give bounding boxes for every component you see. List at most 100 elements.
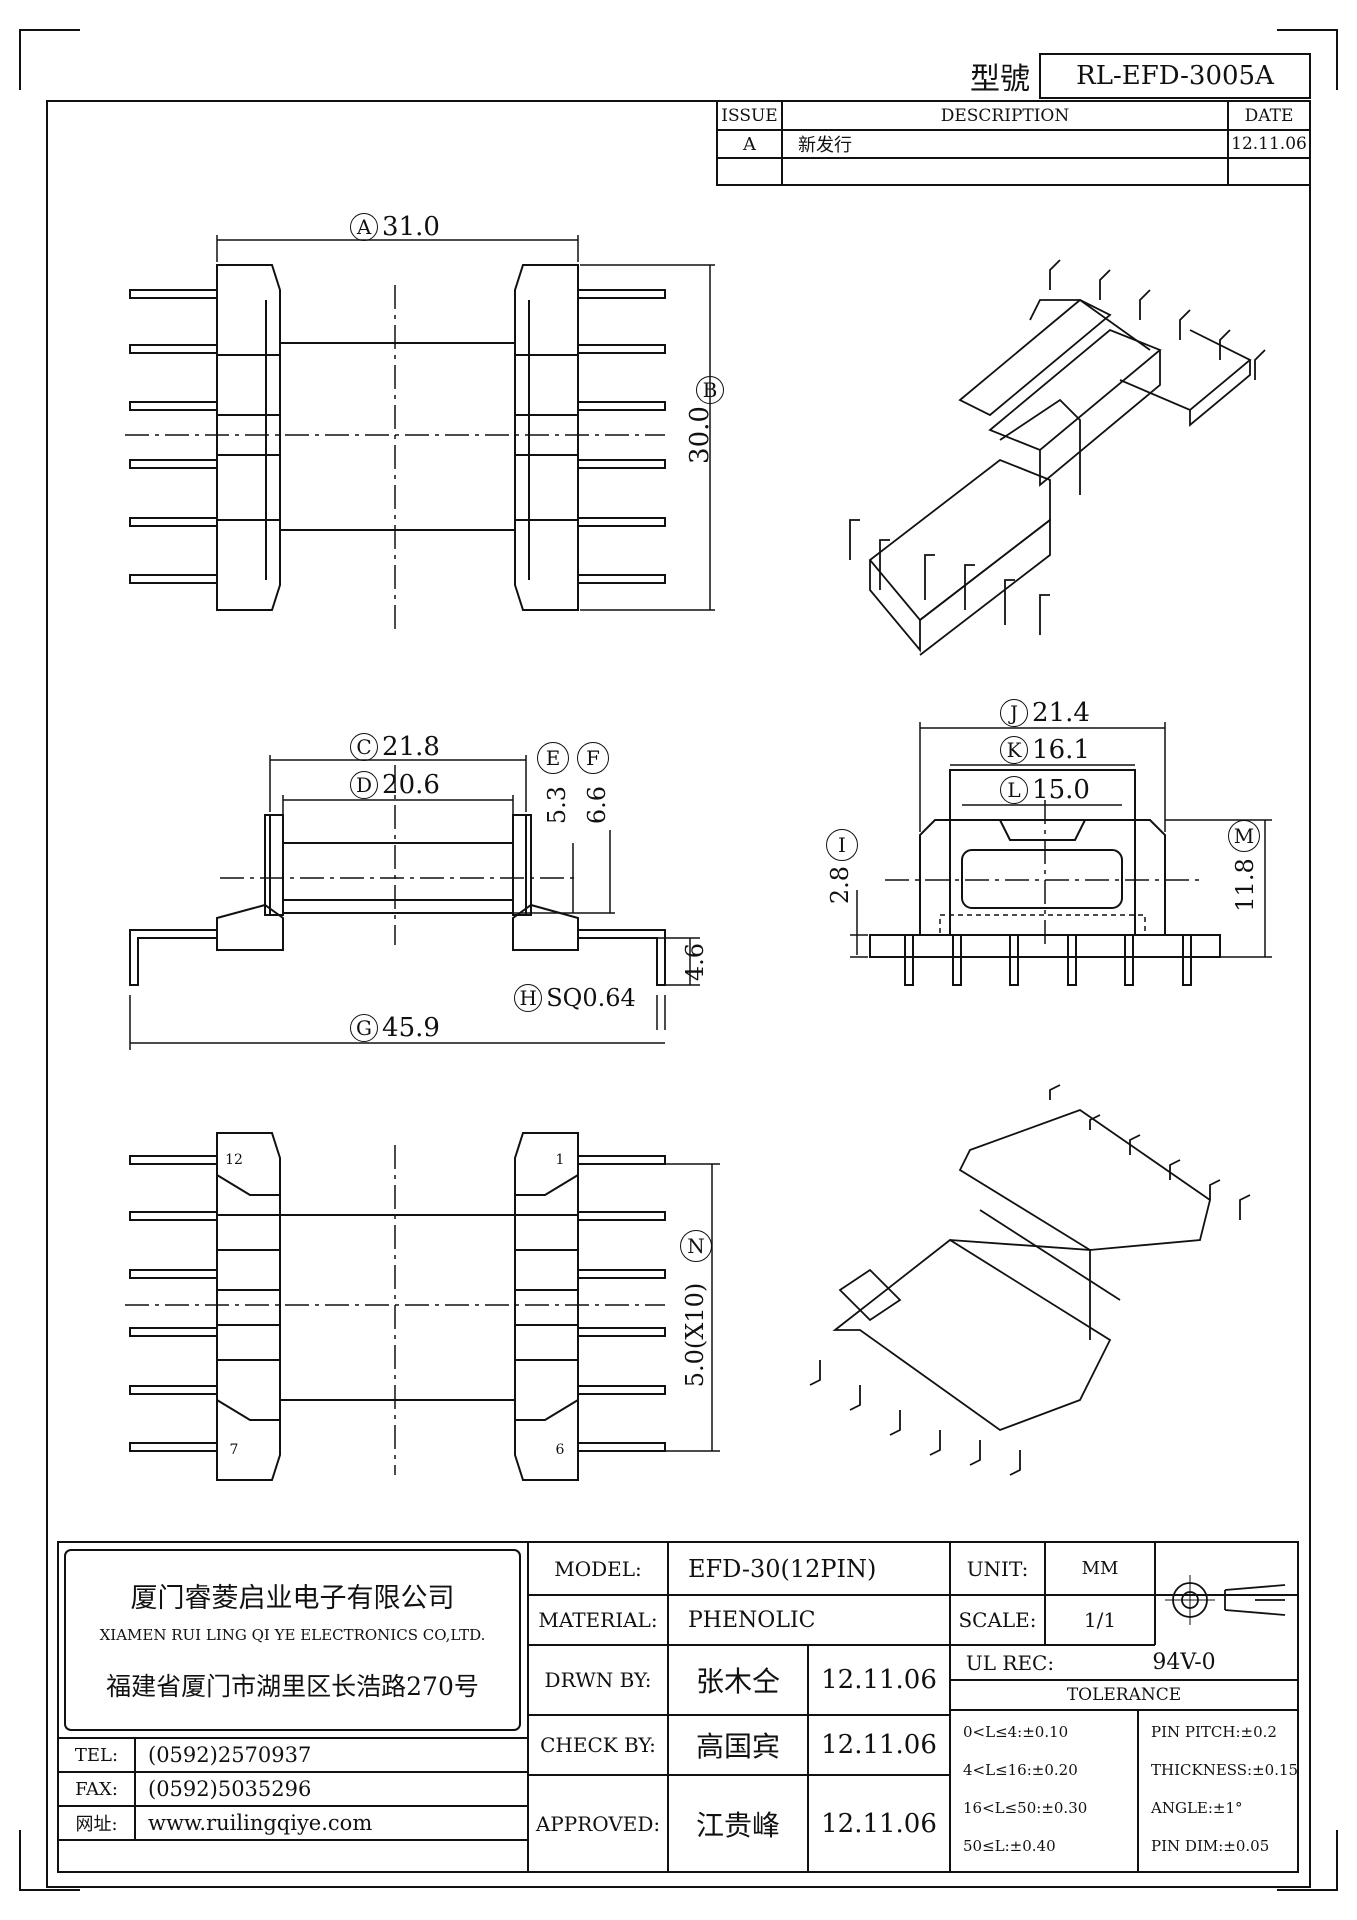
dim-L-value: 15.0: [1032, 775, 1090, 805]
drawing-frame: [46, 100, 1311, 1888]
company-name-en: XIAMEN RUI LING QI YE ELECTRONICS CO,LTD…: [99, 1626, 486, 1644]
scale-label: SCALE:: [958, 1608, 1037, 1632]
dim-A-value: 31.0: [382, 212, 440, 242]
pin-number-12: 12: [225, 1152, 243, 1168]
tolerance-angle: ANGLE:±1°: [1151, 1799, 1243, 1817]
isometric-view-top: [849, 259, 1266, 656]
tel-label: TEL:: [74, 1744, 119, 1766]
dim-G-value: 45.9: [382, 1013, 440, 1043]
check-by-name: 高国宾: [695, 1730, 780, 1763]
material-value: PHENOLIC: [688, 1607, 816, 1633]
revision-issue: A: [743, 133, 756, 155]
dim-E-letter: E: [537, 742, 569, 774]
dim-D-letter: D: [350, 771, 379, 799]
side-view: [129, 755, 700, 1050]
dim-A: A 31.0: [325, 212, 465, 242]
dim-A-letter: A: [350, 213, 379, 241]
corner-marks: [19, 29, 1338, 1891]
tolerance-range-4: 50≤L:±0.40: [963, 1837, 1056, 1855]
web-value: www.ruilingqiye.com: [148, 1811, 373, 1835]
ul-rec-value: 94V-0: [1152, 1650, 1216, 1675]
dim-I-letter: I: [826, 829, 858, 861]
revision-header-date: DATE: [1244, 105, 1294, 126]
title-block-grid: [57, 1541, 1299, 1873]
pin-number-7: 7: [229, 1442, 239, 1458]
model-field-value: EFD-30(12PIN): [688, 1554, 877, 1583]
revision-date: 12.11.06: [1231, 134, 1307, 154]
front-view: [850, 722, 1272, 986]
dim-E-value: 5.3: [543, 785, 571, 825]
model-number: RL-EFD-3005A: [1076, 61, 1274, 91]
scale-value: 1/1: [1083, 1608, 1117, 1632]
check-by-date: 12.11.06: [821, 1730, 937, 1760]
company-address: 福建省厦门市湖里区长浩路270号: [106, 1672, 479, 1701]
dim-N-value: 5.0(X10): [681, 1282, 709, 1388]
dim-M-value: 11.8: [1231, 858, 1259, 912]
approved-name: 江贵峰: [695, 1808, 780, 1842]
dim-L: L 15.0: [975, 775, 1115, 805]
drawn-by-name: 张木仝: [695, 1665, 780, 1698]
fax-label: FAX:: [75, 1778, 118, 1800]
drawn-by-label: DRWN BY:: [544, 1668, 652, 1692]
dim-D: D 20.6: [325, 770, 465, 800]
top-view: [125, 235, 715, 630]
dim-side-pin-height: 4.6: [681, 942, 709, 982]
pin-number-6: 6: [555, 1442, 565, 1458]
dim-G: G 45.9: [325, 1013, 465, 1043]
tolerance-pin-dim: PIN DIM:±0.05: [1151, 1837, 1270, 1855]
tolerance-range-2: 4<L≤16:±0.20: [963, 1761, 1078, 1779]
revision-description: 新发行: [798, 135, 852, 156]
dim-B-value: 30.0: [685, 406, 715, 464]
model-label: 型號: [970, 62, 1030, 97]
tel-value: (0592)2570937: [148, 1743, 312, 1767]
dim-K-value: 16.1: [1032, 735, 1090, 765]
dim-G-letter: G: [350, 1014, 379, 1042]
dim-J-value: 21.4: [1032, 698, 1090, 728]
dim-M-letter: M: [1228, 820, 1260, 852]
tolerance-range-1: 0<L≤4:±0.10: [963, 1723, 1069, 1741]
ul-rec-label: UL REC:: [965, 1650, 1055, 1675]
model-field-label: MODEL:: [554, 1556, 642, 1581]
dim-H-letter: H: [514, 984, 543, 1012]
bottom-view: [125, 1132, 720, 1481]
dim-N-letter: N: [680, 1230, 712, 1262]
dim-K-letter: K: [1000, 736, 1029, 764]
dim-B-letter-wrap: B: [675, 375, 745, 405]
tolerance-pin-pitch: PIN PITCH:±0.2: [1151, 1723, 1277, 1741]
dim-H-value: SQ0.64: [546, 984, 636, 1012]
dim-F-letter: F: [577, 742, 609, 774]
material-label: MATERIAL:: [538, 1608, 658, 1632]
approved-label: APPROVED:: [535, 1811, 661, 1836]
approved-date: 12.11.06: [821, 1808, 937, 1839]
dim-C: C 21.8: [325, 732, 465, 762]
dim-J-letter: J: [1000, 699, 1029, 727]
revision-header-issue: ISSUE: [721, 105, 778, 126]
dim-I-value: 2.8: [826, 865, 854, 905]
dim-J: J 21.4: [975, 698, 1115, 728]
dim-F-value: 6.6: [583, 785, 611, 825]
check-by-label: CHECK BY:: [540, 1733, 656, 1757]
unit-label: UNIT:: [966, 1556, 1029, 1581]
dim-K: K 16.1: [975, 735, 1115, 765]
revision-table-grid: [716, 100, 1311, 186]
dim-B-letter: B: [696, 376, 724, 404]
dim-D-value: 20.6: [382, 770, 440, 800]
revision-header-description: DESCRIPTION: [940, 105, 1070, 126]
dim-L-letter: L: [1000, 776, 1029, 804]
projection-symbol-icon: [1165, 1575, 1286, 1625]
model-number-box: [1039, 53, 1311, 99]
drawn-by-date: 12.11.06: [821, 1665, 937, 1695]
tolerance-thickness: THICKNESS:±0.15: [1151, 1761, 1299, 1779]
unit-value: MM: [1081, 1558, 1119, 1579]
web-label: 网址:: [75, 1814, 118, 1835]
tolerance-range-3: 16<L≤50:±0.30: [963, 1799, 1088, 1817]
dim-C-value: 21.8: [382, 732, 440, 762]
tolerance-heading: TOLERANCE: [1066, 1685, 1182, 1705]
company-name-cn: 厦门睿菱启业电子有限公司: [130, 1582, 455, 1614]
dim-C-letter: C: [350, 733, 379, 761]
isometric-view-bottom: [809, 1084, 1251, 1476]
dim-H: H SQ0.64: [505, 983, 645, 1013]
pin-number-1: 1: [555, 1152, 565, 1168]
fax-value: (0592)5035296: [148, 1777, 312, 1801]
